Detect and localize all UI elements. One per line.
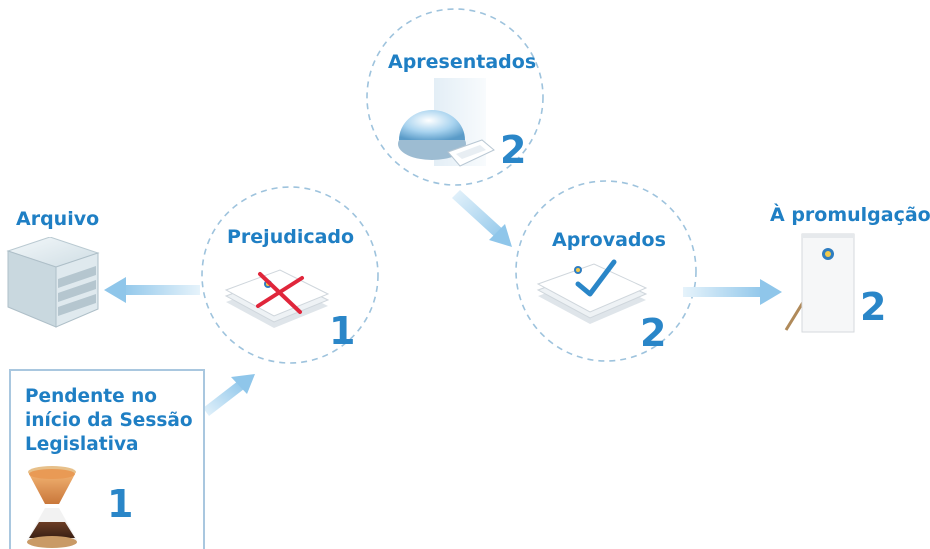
arquivo-label: Arquivo <box>16 208 100 230</box>
arrow-to-promulgacao <box>683 279 782 305</box>
ballot-box-icon <box>398 78 495 167</box>
promulgacao-count: 2 <box>860 285 887 329</box>
prejudicado-circle <box>201 186 379 364</box>
pending-panel: Pendente no início da Sessão Legislativa… <box>9 369 205 549</box>
file-cabinet-icon <box>6 237 100 328</box>
aprovados-circle <box>515 180 697 362</box>
pendente-count: 1 <box>107 482 134 526</box>
approved-documents-icon <box>536 259 648 324</box>
pendente-label: Pendente no início da Sessão Legislativa <box>25 386 193 455</box>
arrow-to-prejudicado <box>203 374 255 416</box>
apresentados-label: Apresentados <box>388 51 537 73</box>
aprovados-label: Aprovados <box>552 229 666 251</box>
rejected-documents-icon <box>224 269 330 328</box>
prejudicado-label: Prejudicado <box>227 226 355 248</box>
promulgacao-label: À promulgação <box>770 204 930 226</box>
arrow-to-aprovados <box>452 190 512 247</box>
apresentados-count: 2 <box>500 128 527 172</box>
easel-document-icon <box>784 233 855 333</box>
hourglass-icon <box>27 466 77 548</box>
aprovados-count: 2 <box>640 311 667 355</box>
prejudicado-count: 1 <box>329 309 356 353</box>
apresentados-circle <box>366 8 544 186</box>
arrow-to-arquivo <box>104 277 200 303</box>
